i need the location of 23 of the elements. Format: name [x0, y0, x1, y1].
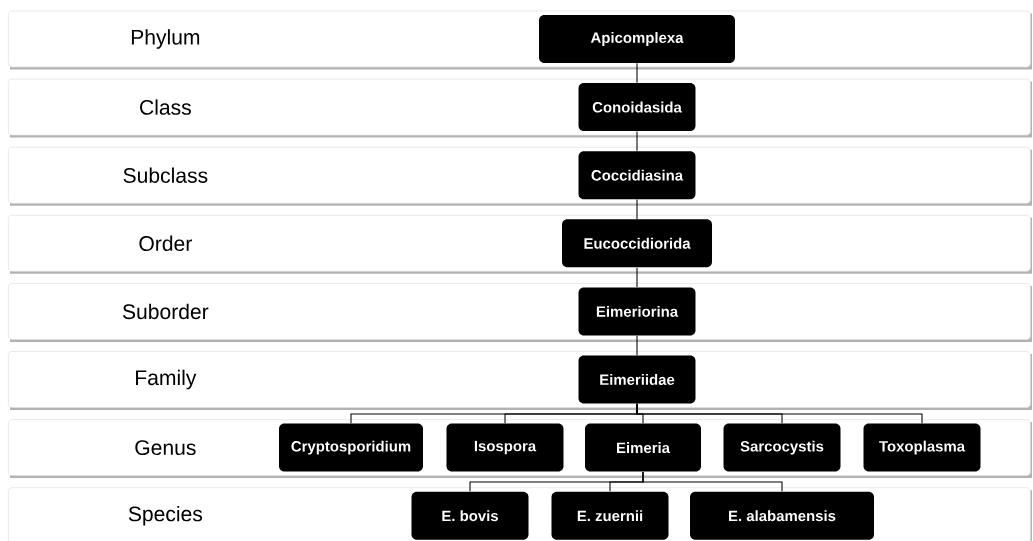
taxon-box: Apicomplexa [539, 15, 735, 63]
connector-line [636, 130, 638, 152]
taxon-box: E. alabamensis [690, 491, 874, 540]
taxon-box: E. zuernii [551, 491, 669, 540]
node-label: Order [139, 235, 192, 252]
taxon-box: Toxoplasma [863, 423, 981, 472]
taxon-box: Coccidiasina [578, 151, 696, 200]
taxon-box: Sarcocystis [723, 423, 841, 472]
taxon-box: Eucoccidiorida [562, 219, 712, 268]
connector-line [636, 267, 638, 288]
taxon-box: Conoidasida [578, 83, 696, 132]
node-label: Genus [135, 440, 196, 456]
taxon-box: Eimeria [585, 423, 701, 472]
taxon-box: Isospora [446, 423, 564, 472]
connector-line [636, 62, 638, 84]
connector-line [636, 403, 923, 424]
taxon-box: Cryptosporidium [279, 423, 423, 472]
taxon-box: Eimeriorina [578, 287, 696, 336]
connector-line [642, 471, 783, 492]
connector-line [636, 199, 638, 220]
connector-line [636, 335, 638, 356]
taxon-box: Eimeriidae [578, 355, 696, 404]
taxon-box: E. bovis [411, 491, 529, 540]
